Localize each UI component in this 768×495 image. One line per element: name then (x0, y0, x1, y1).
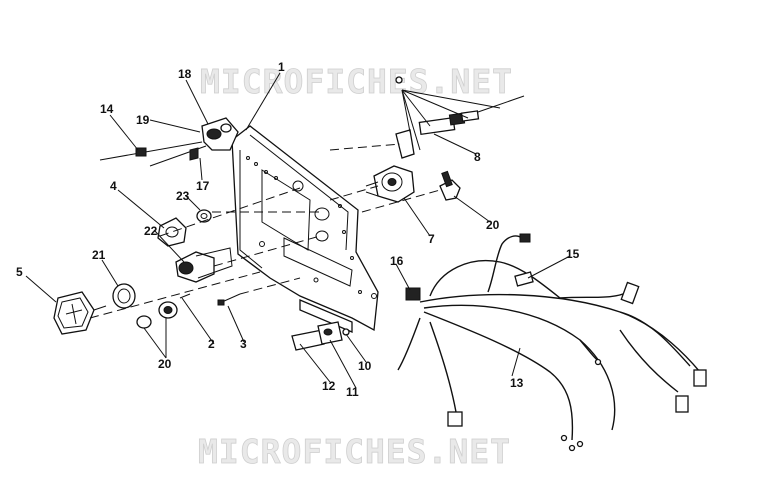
top-bracket-assembly (99, 117, 239, 167)
callout-15: 15 (566, 247, 580, 261)
callout-23: 23 (176, 189, 190, 203)
screw-14 (99, 141, 203, 161)
switch-components (365, 76, 525, 203)
projection-lines (89, 143, 441, 319)
callout-5: 5 (16, 265, 23, 279)
callout-16: 16 (390, 254, 404, 268)
callout-14: 14 (100, 102, 114, 116)
callout-1: 1 (278, 60, 285, 74)
callout-17: 17 (196, 179, 210, 193)
nut-14 (135, 147, 147, 157)
callout-22: 22 (144, 224, 158, 238)
callout-20-right: 20 (486, 218, 500, 232)
mounting-panel (231, 125, 379, 333)
watermark-bottom: MICROFICHES.NET (198, 432, 511, 471)
callout-7: 7 (428, 232, 435, 246)
callout-10: 10 (358, 359, 372, 373)
left-components (53, 209, 241, 335)
callout-18: 18 (178, 67, 192, 81)
callout-4: 4 (110, 179, 117, 193)
watermark-top: MICROFICHES.NET (200, 62, 513, 101)
lower-brackets (291, 321, 350, 351)
wiring-harness (397, 233, 707, 452)
callout-21: 21 (92, 248, 106, 262)
callout-13: 13 (510, 376, 524, 390)
leader-lines (25, 72, 571, 389)
callout-3: 3 (240, 337, 247, 351)
callouts: 1 18 19 14 17 4 23 22 21 5 20 2 3 12 11 … (16, 60, 580, 399)
callout-12: 12 (322, 379, 336, 393)
callout-11: 11 (346, 385, 359, 399)
callout-19: 19 (136, 113, 150, 127)
callout-2: 2 (208, 337, 215, 351)
callout-20-left: 20 (158, 357, 172, 371)
callout-8: 8 (474, 150, 481, 164)
